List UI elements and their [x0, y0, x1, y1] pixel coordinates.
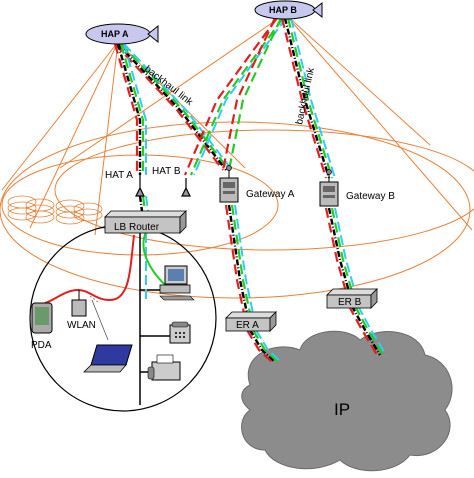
link-hapb-hat-cyan — [193, 17, 287, 176]
link-era-ip-red — [246, 329, 273, 363]
link-hapa-hat-black — [116, 43, 142, 175]
link-gatewayb-erb-red — [324, 207, 349, 296]
hap-a-airship: HAP A — [85, 23, 159, 45]
link-era-ip-cyan — [255, 329, 282, 363]
link-bundles — [44, 17, 387, 363]
hat-b-label: HAT B — [152, 166, 181, 177]
wlan-laptop-link — [91, 299, 109, 341]
lb-router-label: LB Router — [114, 222, 160, 233]
gateway-a-icon — [219, 165, 239, 203]
link-hat-router-cyan — [145, 195, 149, 212]
hat-stems — [135, 172, 191, 197]
link-erb-ip-green — [354, 305, 384, 356]
desktop-computer-icon — [159, 265, 195, 301]
link-hat-router-green — [141, 195, 147, 212]
link-router-desktop-green — [142, 231, 166, 286]
link-era-ip-black — [248, 329, 276, 363]
link-hapa-hat-green — [119, 43, 145, 175]
link-era-ip-green — [252, 329, 279, 363]
ip-cloud-label: IP — [334, 400, 350, 419]
link-hapa-gatewaya-black — [117, 43, 227, 171]
link-router-pda-red — [44, 234, 135, 304]
pda-label: PDA — [31, 340, 52, 351]
link-hat-router-black — [138, 195, 144, 212]
laptop-icon — [83, 344, 133, 373]
link-gatewaya-era-green — [230, 204, 253, 319]
wlan-access-point-icon — [71, 290, 87, 317]
gateway-a-label: Gateway A — [246, 189, 295, 200]
wlan-label: WLAN — [67, 320, 96, 331]
link-gatewayb-erb-green — [330, 207, 355, 296]
gateway-b-label: Gateway B — [346, 191, 395, 202]
coverage-spirals — [7, 195, 103, 225]
link-erb-ip-cyan — [357, 305, 387, 356]
lan-circle — [29, 224, 217, 412]
link-hapa-gatewaya-cyan — [123, 43, 233, 171]
link-hapa-hat-red — [113, 43, 139, 175]
link-gatewayb-erb-cyan — [334, 207, 357, 296]
link-hapb-gatewaya-red — [221, 17, 276, 171]
link-hapb-hat-red — [183, 17, 278, 176]
hap-a-label: HAP A — [101, 29, 129, 39]
telephone-icon — [169, 321, 191, 344]
link-gatewaya-era-black — [227, 204, 250, 319]
link-hapb-gatewayb-red — [280, 17, 328, 179]
link-hapb-gatewayb-cyan — [290, 17, 336, 179]
wlan-pda-arrow — [89, 295, 99, 303]
hat-a-label: HAT A — [105, 170, 133, 181]
gateway-b-icon — [319, 169, 339, 207]
link-erb-ip-red — [348, 305, 378, 356]
ip-cloud — [241, 330, 453, 472]
er-a-icon — [225, 311, 277, 332]
link-hapa-gatewaya-red — [114, 43, 224, 171]
lb-router-icon — [104, 210, 187, 234]
link-gatewaya-era-red — [224, 204, 247, 319]
link-hapb-gatewayb-green — [286, 17, 334, 179]
link-gatewaya-era-cyan — [234, 204, 255, 319]
link-hapb-gatewaya-green — [227, 17, 282, 171]
link-hapa-hat-cyan — [123, 43, 147, 175]
link-erb-ip-black — [350, 305, 382, 356]
coverage-cones — [0, 13, 474, 299]
link-hapa-gatewaya-green — [120, 43, 230, 171]
fax-machine-icon — [147, 354, 181, 381]
link-gatewayb-erb-black — [327, 207, 352, 296]
hap-b-label: HAP B — [269, 5, 297, 15]
er-b-label: ER B — [338, 297, 362, 308]
er-a-label: ER A — [236, 320, 259, 331]
er-b-icon — [326, 288, 378, 309]
hap-b-airship: HAP B — [254, 0, 323, 20]
link-hapb-hat-green — [189, 17, 284, 176]
pda-icon — [31, 302, 53, 334]
